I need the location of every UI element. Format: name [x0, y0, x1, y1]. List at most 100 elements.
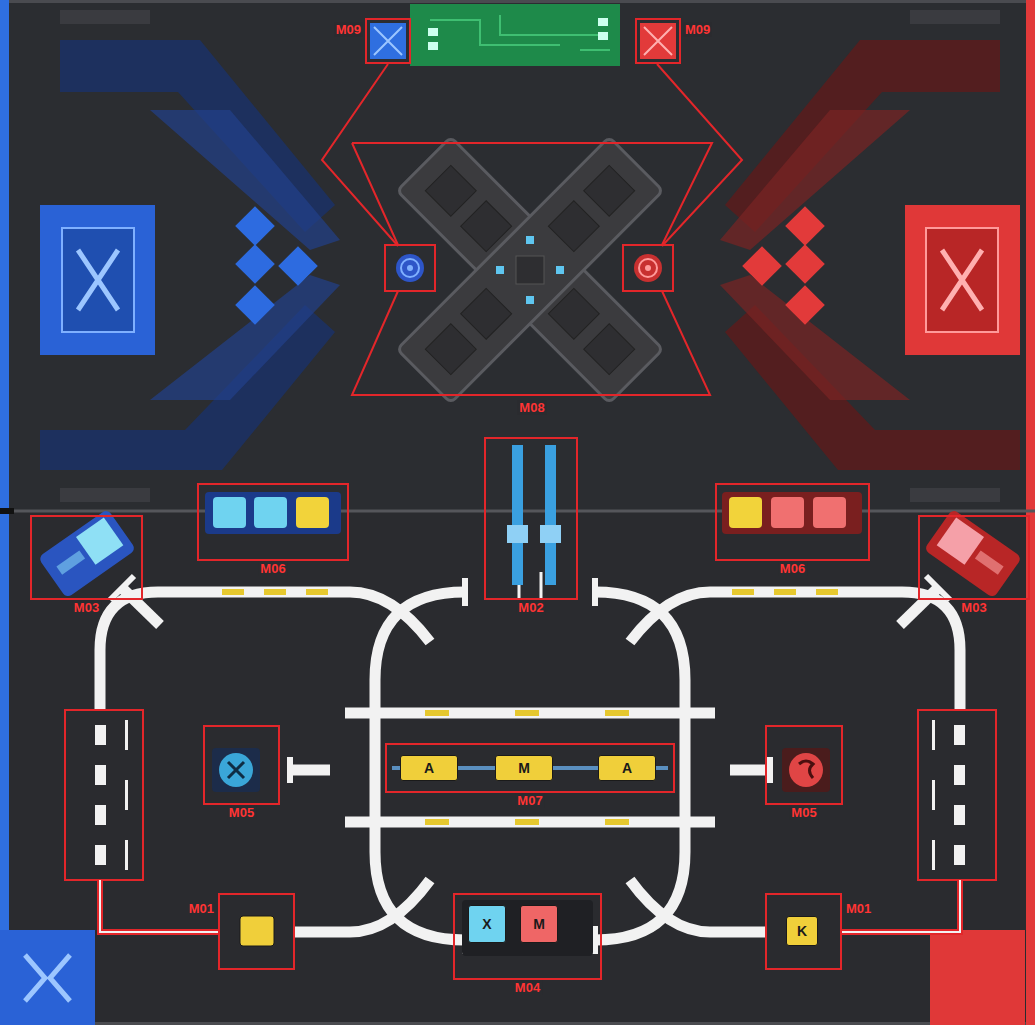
target-ring: [645, 265, 651, 271]
track-line: [345, 572, 715, 822]
m03-device: [38, 509, 136, 599]
mission-zone: M06: [715, 483, 870, 561]
mission-zone: AMAM07: [385, 743, 675, 793]
yellow-dash: [425, 819, 449, 825]
blue-side-decor: [40, 205, 155, 355]
m01-zone: [954, 805, 965, 825]
piece-letter: X: [482, 916, 491, 932]
x-structure: [584, 165, 635, 216]
mission-zone: M09: [365, 18, 411, 64]
m05-cylinder: [219, 753, 253, 787]
m06-tray: [205, 492, 862, 534]
game-piece: K: [786, 916, 818, 946]
blue-side-decor: [0, 930, 95, 1025]
mission-label: M05: [227, 805, 256, 820]
mission-label: M03: [959, 600, 988, 615]
m03-device: [56, 550, 85, 574]
target-ring: [639, 259, 657, 277]
region-outline: [352, 143, 712, 395]
yellow-dash: [774, 589, 796, 595]
m05-cylinder: [212, 748, 260, 792]
green-panel: [598, 32, 608, 40]
m01-zone: [932, 840, 935, 870]
track-line: [295, 880, 430, 932]
blue-side-decor: [150, 110, 340, 250]
red-side-decor: [720, 110, 910, 250]
m01-zone: [95, 725, 106, 745]
m06-tray: [254, 497, 287, 528]
target-ring: [634, 254, 662, 282]
mission-zone: M02: [484, 437, 578, 600]
red-side-decor: [930, 930, 1025, 1025]
m09-plates: [370, 23, 676, 59]
x-structure: [425, 165, 476, 216]
m03-device: [38, 509, 136, 599]
yellow-dash: [425, 710, 449, 716]
red-side-decor: [720, 275, 910, 400]
track-line: [345, 713, 715, 822]
track-line: [110, 576, 134, 600]
m01-zone: [95, 805, 106, 825]
x-structure: [526, 236, 534, 244]
m01-zone: [95, 720, 965, 870]
blue-side-decor: [60, 488, 150, 502]
red-side-decor: [926, 228, 998, 332]
mission-zone: M03: [30, 515, 143, 600]
yellow-dash: [605, 710, 629, 716]
m06-tray: [771, 497, 804, 528]
field-ground: [0, 512, 1035, 1025]
track-line: [290, 578, 465, 954]
m02-gate: [540, 525, 561, 543]
mission-label: M09: [334, 22, 363, 37]
m02-gate: [545, 445, 556, 585]
x-structure: [425, 324, 476, 375]
mission-zone: M03: [918, 515, 1030, 600]
red-side-decor: [942, 250, 982, 310]
mission-zone: M06: [197, 483, 349, 561]
mission-label: M01: [187, 901, 216, 916]
m06-tray: [296, 497, 329, 528]
m09-plates: [370, 23, 406, 59]
m02-gate: [512, 445, 523, 585]
mission-label: M04: [513, 980, 542, 995]
mission-label: M09: [683, 22, 712, 37]
red-side-decor: [910, 488, 1000, 502]
mission-label: M03: [72, 600, 101, 615]
yellow-dash: [816, 589, 838, 595]
green-panel: [430, 15, 610, 50]
green-panel: [428, 42, 438, 50]
mission-zone: M01: [218, 893, 295, 970]
mission-zone: M05: [765, 725, 843, 805]
field-ground: [0, 508, 14, 514]
mission-label: M01: [844, 901, 873, 916]
piece-letter: M: [533, 916, 545, 932]
field-art: [595, 576, 960, 954]
x-structure: [548, 201, 599, 252]
m01-zone: [918, 710, 996, 880]
blue-side-decor: [62, 228, 134, 332]
m01-zone: [125, 780, 128, 810]
red-side-decor: [785, 285, 825, 325]
mission-label: M06: [778, 561, 807, 576]
m08-m09-outline: [385, 245, 435, 291]
game-piece: M: [495, 755, 553, 781]
blue-side-decor: [60, 10, 150, 24]
x-structure: [496, 266, 504, 274]
piece-letter: A: [622, 760, 632, 776]
m03-device: [924, 509, 1022, 599]
m01-zone: [65, 710, 143, 880]
mission-label: M08: [517, 400, 546, 415]
track-line: [100, 576, 465, 954]
m06-tray: [205, 492, 341, 534]
m01-zone: [932, 780, 935, 810]
red-side-decor: [785, 244, 825, 284]
m01-zone: [95, 765, 106, 785]
game-piece: A: [400, 755, 458, 781]
mission-zone: M09: [635, 18, 681, 64]
m09-plates: [640, 23, 676, 59]
m01-zone: [954, 845, 965, 865]
yellow-dash: [515, 710, 539, 716]
